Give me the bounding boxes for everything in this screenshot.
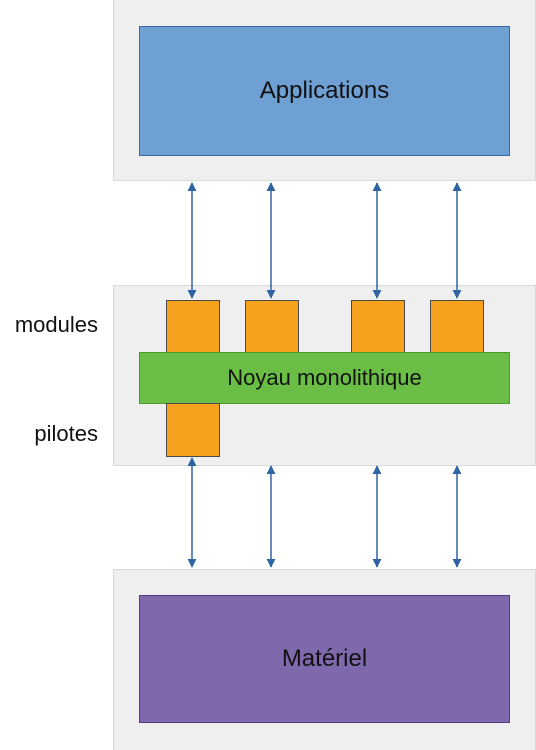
kernel-module-1 (166, 300, 220, 354)
kernel-label: Noyau monolithique (227, 365, 422, 390)
kernel-module-2 (245, 300, 299, 354)
applications-label: Applications (259, 77, 390, 104)
kernel-module-3 (351, 300, 405, 354)
modules-side-label: modules (14, 312, 98, 337)
applications-box: Applications (139, 26, 510, 156)
monolithic-kernel-box: Noyau monolithique (139, 352, 510, 404)
driver-module (166, 403, 220, 457)
kernel-module-4 (430, 300, 484, 354)
hardware-label: Matériel (281, 645, 368, 672)
hardware-box: Matériel (139, 595, 510, 723)
drivers-side-label: pilotes (34, 421, 98, 446)
